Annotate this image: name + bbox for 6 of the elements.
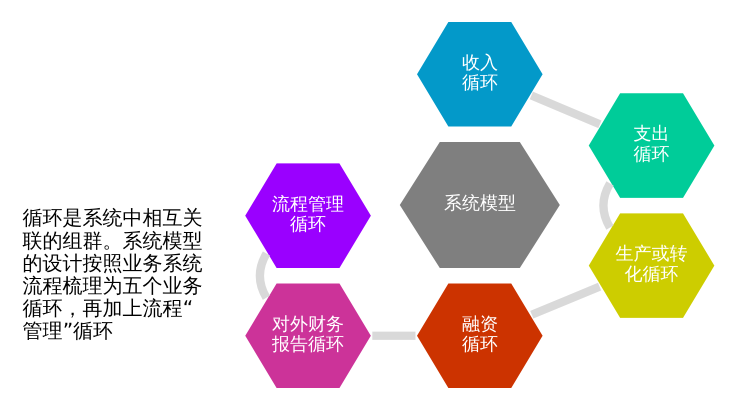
- connector: [530, 91, 602, 128]
- label: 循环是系统中相互关联的组群。系统模型的设计按照业务系统流程梳理为五个业务循环，再加上流程“管理”循环: [22, 205, 203, 342]
- connector: [256, 251, 270, 300]
- connector: [599, 180, 614, 230]
- connector: [530, 282, 602, 318]
- connector: [372, 331, 416, 340]
